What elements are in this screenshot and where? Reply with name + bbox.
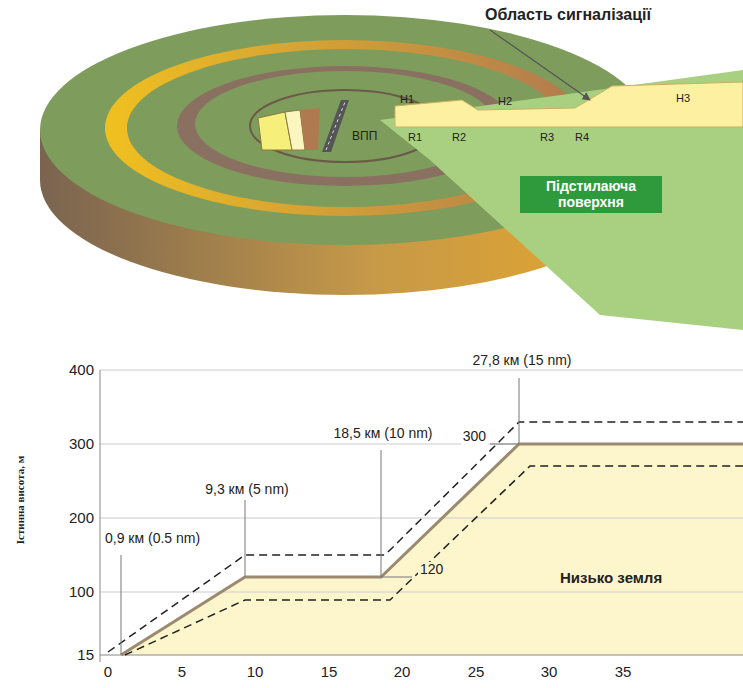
zone-radius: R1 <box>408 131 422 143</box>
surface-box: Підстилаюча поверхня <box>520 176 662 213</box>
y-tick: 300 <box>69 436 94 453</box>
value-label: 120 <box>418 562 445 577</box>
distance-label: 18,5 км (10 nm) <box>331 426 434 441</box>
altitude-chart <box>100 370 743 662</box>
axis-title: Істинна висота, м <box>14 456 26 544</box>
distance-label: 9,3 км (5 nm) <box>203 482 290 497</box>
distance-label: 27,8 км (15 nm) <box>470 353 573 368</box>
x-tick: 5 <box>178 664 186 681</box>
value-label: 300 <box>461 429 488 444</box>
zone-height: H1 <box>400 93 414 105</box>
zone-height: H2 <box>498 95 512 107</box>
y-tick: 15 <box>77 647 94 664</box>
label-title: Область сигналізації <box>485 6 651 24</box>
zone-radius: R2 <box>452 131 466 143</box>
y-tick: 200 <box>69 510 94 527</box>
y-tick: 100 <box>69 584 94 601</box>
zone-radius: R3 <box>540 131 554 143</box>
distance-label: 0,9 км (0.5 nm) <box>105 531 200 546</box>
x-tick: 35 <box>615 664 632 681</box>
x-tick: 0 <box>104 664 112 681</box>
x-tick: 20 <box>394 664 411 681</box>
zone-radius: R4 <box>575 131 589 143</box>
y-tick: 400 <box>69 362 94 379</box>
ring-illustration <box>40 15 743 330</box>
x-tick: 25 <box>468 664 485 681</box>
surface-label: Підстилаюча поверхня <box>526 178 656 210</box>
region-label: Низько земля <box>560 570 662 587</box>
runway-label: ВПП <box>352 130 377 143</box>
x-tick: 30 <box>541 664 558 681</box>
x-tick: 10 <box>247 664 264 681</box>
x-tick: 15 <box>321 664 338 681</box>
zone-height: H3 <box>676 92 690 104</box>
